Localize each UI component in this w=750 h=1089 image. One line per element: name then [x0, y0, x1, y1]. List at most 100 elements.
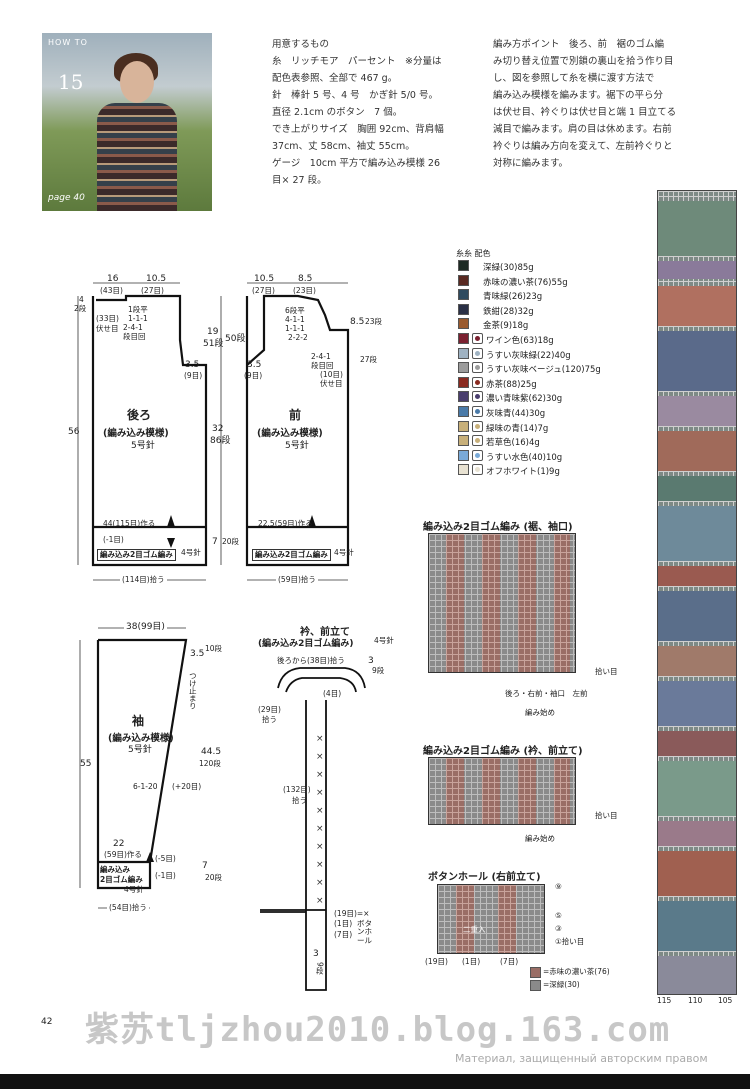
- collar-b2: (1目): [334, 919, 353, 928]
- front-neck-note2: 伏せ目: [320, 379, 343, 388]
- back-hem-label: 編み込み2目ゴム編み: [97, 549, 176, 562]
- collar-s3: (132目): [283, 785, 311, 794]
- rib-chart-title-collar: 編み込み2目ゴム編み (衿、前立て): [423, 746, 583, 757]
- back-subtitle: (編み込み模様): [103, 428, 169, 439]
- front-top-left: 10.5: [254, 274, 275, 284]
- collar-side: 3: [368, 656, 374, 666]
- buttonhole-b2: (1目): [462, 957, 481, 966]
- back-hem-minus: (-1目): [103, 535, 124, 544]
- legend-label: 金茶(9)18g: [483, 321, 529, 332]
- sleeve-cuff-sts: (59目)作る: [104, 850, 142, 859]
- instruction-line: 編み方ポイント 後ろ、前 裾のゴム編: [493, 39, 665, 50]
- front-side-rows: 23段: [365, 317, 383, 326]
- front-neck-sts: (10目): [320, 370, 343, 379]
- materials-line: 目× 27 段。: [272, 175, 327, 186]
- fair-isle-axis-110: 110: [688, 996, 703, 1005]
- front-needle: 5号針: [285, 441, 309, 451]
- collar-s2b: 拾う: [262, 715, 277, 724]
- front-top-right: 8.5: [298, 274, 313, 284]
- back-shoulder-note: 1段平: [128, 305, 148, 314]
- instruction-line: 編み込み模様を編みます。裾下の平ら分: [493, 90, 664, 101]
- buttonhole-row1: ①拾い目: [555, 937, 585, 946]
- back-armhole-rows: 51段: [203, 339, 224, 349]
- front-neck-note: 2-4-1: [311, 352, 331, 361]
- fair-isle-axis-115: 115: [657, 996, 672, 1005]
- front-neck-note: 1-1-1: [285, 324, 305, 333]
- sleeve-cuff-minus: (-5目): [155, 854, 176, 863]
- photo-face: [120, 61, 154, 103]
- back-bottom: (114目)拾う: [120, 575, 167, 585]
- buttonhole-row3: ③: [555, 924, 562, 933]
- back-dec: 3.5: [185, 360, 200, 370]
- collar-s3b: 拾う: [292, 796, 307, 805]
- instruction-line: 衿ぐりは編み方向を変えて、左前衿ぐりと: [493, 141, 673, 152]
- front-dec: 3.5: [247, 360, 262, 370]
- legend-swatch: [458, 274, 469, 286]
- back-top-left: 16: [107, 274, 119, 284]
- fair-isle-chart: [657, 190, 737, 995]
- sleeve-inc-note: (+20目): [172, 782, 202, 791]
- legend-symbol: [472, 464, 483, 476]
- rib-chart-hem-pick: 拾い目: [595, 667, 618, 676]
- sleeve-top-rows: 10段: [205, 644, 223, 653]
- rib-chart-title-hem: 編み込み2目ゴム編み (裾、袖口): [423, 522, 573, 533]
- legend-label: うすい灰味ベージュ(120)75g: [486, 365, 601, 376]
- legend-title: 糸糸 配色: [456, 249, 491, 258]
- buttonhole-b3: (7目): [500, 957, 519, 966]
- back-body-h: 32: [212, 424, 224, 434]
- sleeve-bottom: (54目)拾う: [107, 903, 149, 913]
- sleeve-side-note: つけ止まり: [188, 672, 198, 710]
- back-small2: 2段: [74, 304, 87, 313]
- front-neck-note: 6段平: [285, 306, 305, 315]
- legend-label: 灰味青(44)30g: [486, 409, 546, 419]
- back-shoulder-note: 2-4-1: [123, 323, 143, 332]
- instruction-line: み切り替え位置で別鎖の裏山を拾う作り目: [493, 56, 674, 67]
- front-hem-needle: 4号針: [334, 548, 354, 557]
- legend-swatch: [458, 260, 469, 271]
- legend-label: 濃い青味紫(62)30g: [486, 394, 563, 405]
- sleeve-top: 38(99目): [124, 622, 167, 633]
- buttonhole-chart-title: ボタンホール (右前立て): [428, 872, 541, 883]
- materials-line: でき上がりサイズ 胸囲 92cm、背肩幅: [272, 124, 444, 135]
- legend-swatch: [458, 303, 469, 315]
- buttonhole-chart: [437, 884, 545, 954]
- rib-chart-collar-pick: 拾い目: [595, 811, 618, 820]
- legend-swatch: [458, 420, 469, 432]
- sleeve-cuff-minus2: (-1目): [155, 871, 176, 880]
- legend-label: オフホワイト(1)9g: [486, 467, 560, 478]
- legend-symbol: [472, 435, 483, 447]
- back-top-left-sts: (43目): [100, 286, 123, 295]
- legend-swatch: [458, 391, 469, 403]
- legend-symbol: [472, 391, 483, 403]
- back-hem-width: 44(115目)作る: [103, 519, 156, 528]
- back-hem-h: 7: [212, 537, 218, 547]
- legend-label: 深緑(30)85g: [483, 263, 534, 273]
- legend-label: 赤味の濃い茶(76)55g: [483, 277, 568, 288]
- rib-chart-hem: [428, 533, 576, 673]
- front-title: 前: [289, 408, 302, 422]
- legend-swatch: [458, 449, 469, 461]
- collar-buttonhole-marks: ××××××××××: [316, 734, 324, 906]
- legend-swatch: [458, 347, 469, 359]
- materials-line: 糸 リッチモア パーセント ※分量は: [272, 56, 442, 67]
- front-top-right-sts: (23目): [293, 286, 316, 295]
- front-neck-note: 段目回: [311, 361, 334, 370]
- legend-swatch: [458, 376, 469, 388]
- legend-label: 赤茶(88)25g: [486, 379, 537, 390]
- page-reference: page 40: [48, 193, 85, 203]
- instruction-line: は伏せ目、衿ぐりは伏せ目と端 1 目立てる: [493, 107, 677, 118]
- legend-symbol: [472, 362, 483, 374]
- legend-swatch: [458, 435, 469, 447]
- front-neck-note: 2-2-2: [288, 333, 308, 342]
- rib-chart-hem-start: 編み始め: [525, 708, 555, 717]
- back-dec-sts: (9目): [184, 371, 203, 380]
- collar-s1: (4目): [323, 689, 342, 698]
- back-top-right-sts: (27目): [141, 286, 164, 295]
- collar-back-pick: 後ろから(38目)拾う: [277, 656, 345, 665]
- back-outline: [91, 294, 208, 567]
- pattern-number: 15: [58, 70, 84, 94]
- legend-symbol: [472, 420, 483, 432]
- chart-legend-green: =深緑(30): [543, 980, 580, 989]
